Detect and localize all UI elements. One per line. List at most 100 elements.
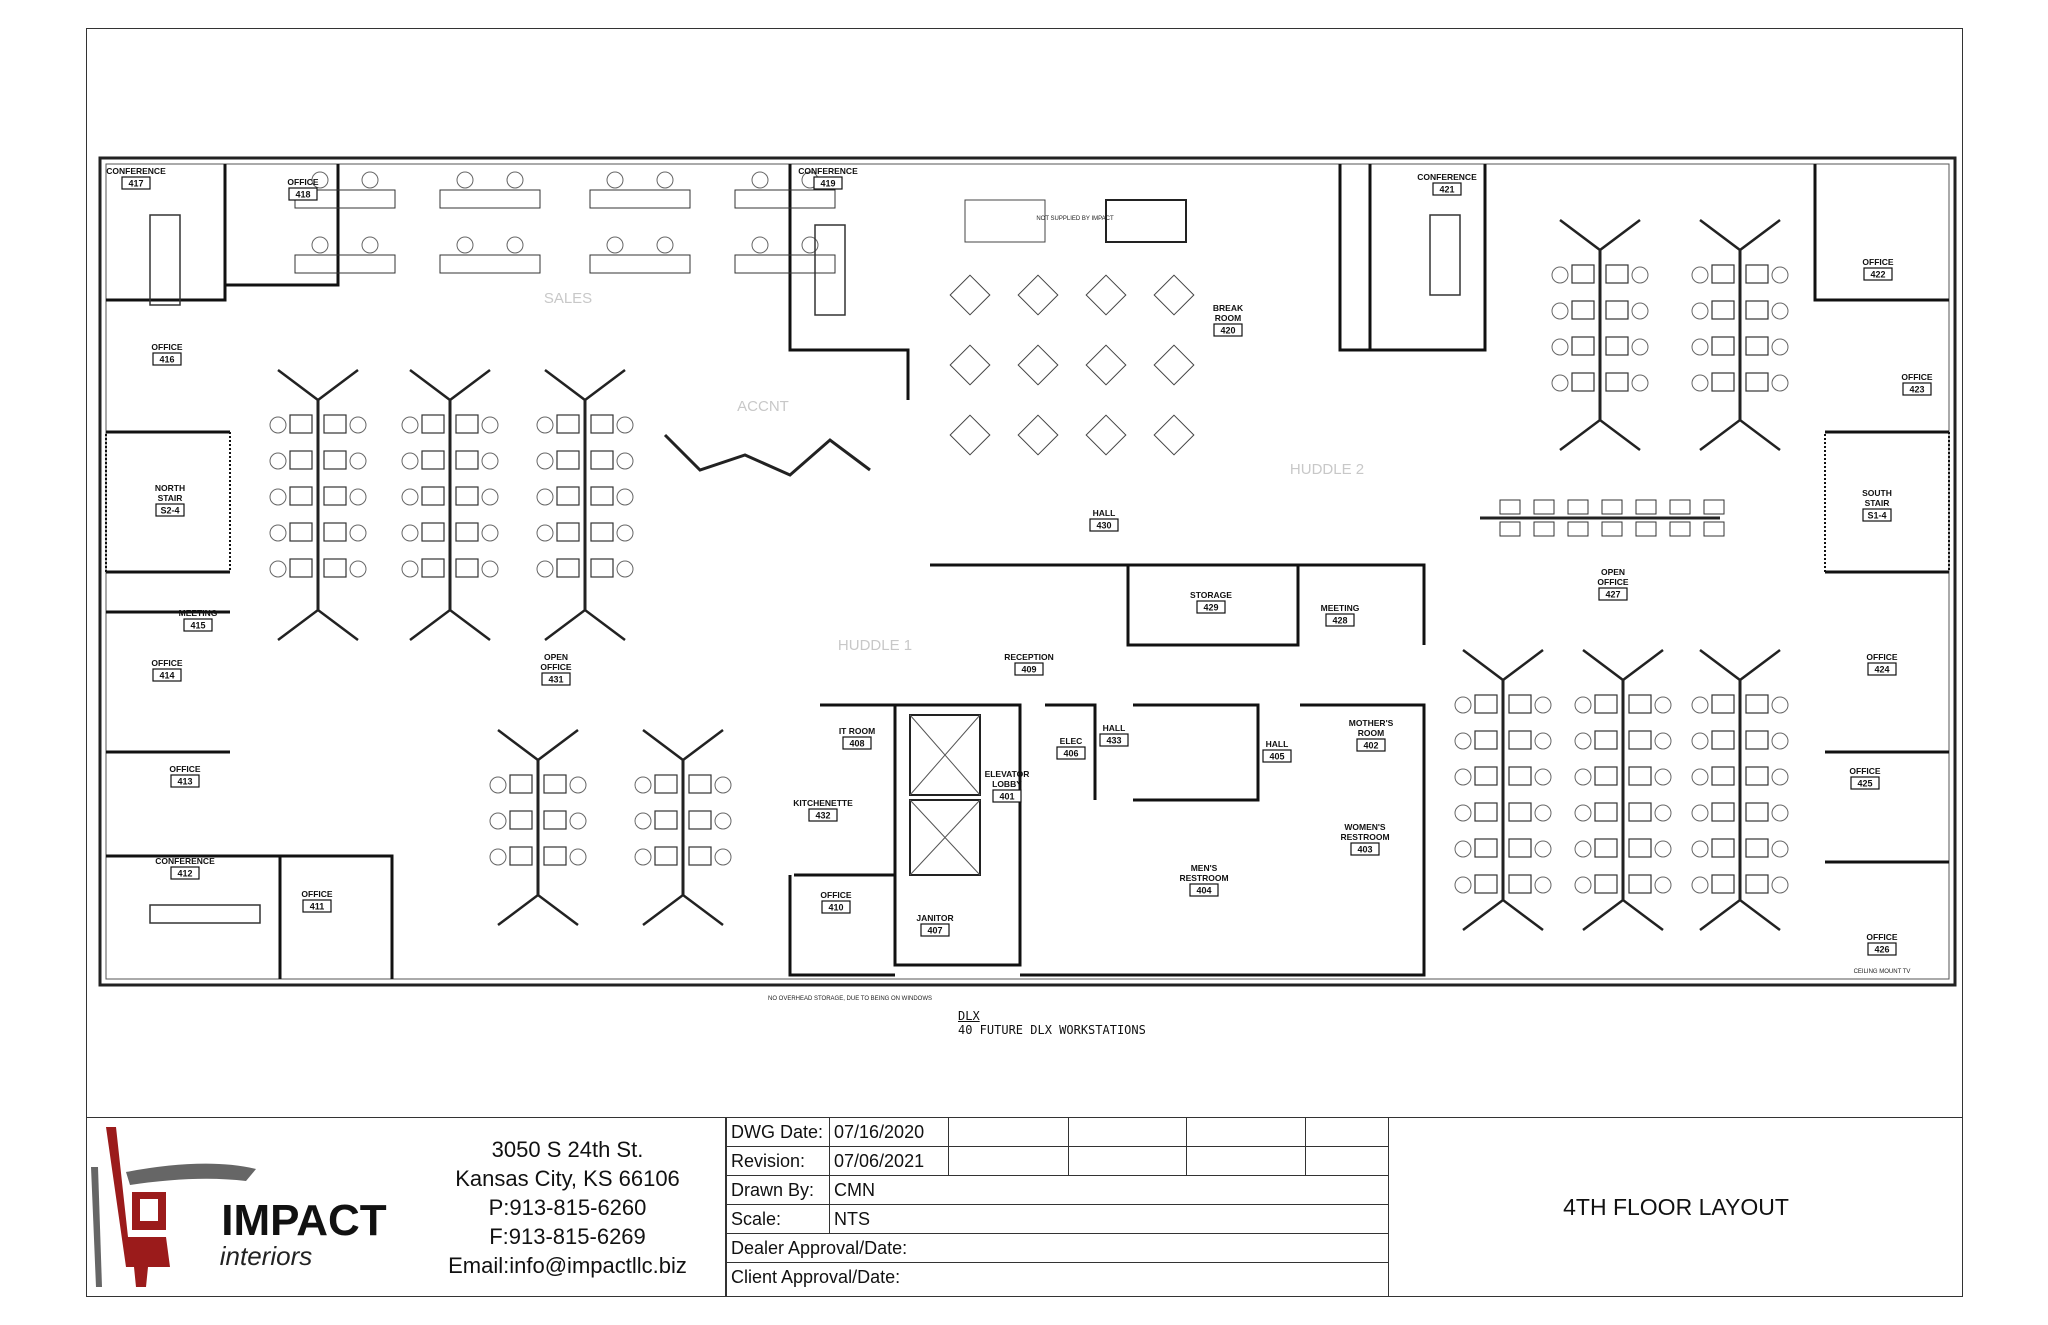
workstation-desk — [1711, 730, 1735, 750]
workstation-desk — [455, 558, 479, 578]
workstation-desk — [455, 486, 479, 506]
chair — [456, 171, 474, 189]
chair — [1771, 374, 1789, 392]
room-number: 419 — [820, 179, 835, 189]
workstation-desk — [323, 486, 347, 506]
room-name: WOMEN'S — [1344, 822, 1386, 832]
workstation-desk — [1474, 694, 1498, 714]
room-number: 416 — [159, 355, 174, 365]
workstation-desk — [1508, 874, 1532, 894]
cafe-table — [1153, 344, 1195, 386]
workstation-desk — [688, 846, 712, 866]
workstation-desk — [1508, 694, 1532, 714]
workstation-desk — [421, 486, 445, 506]
room-number-box — [302, 899, 332, 913]
chair — [1691, 876, 1709, 894]
revision-value: 07/06/2021 — [829, 1146, 949, 1176]
chair — [311, 236, 329, 254]
room-name: BREAK — [1213, 303, 1244, 313]
interior-wall — [820, 703, 1022, 967]
room-number-box — [121, 176, 151, 190]
workstation-desk — [556, 522, 580, 542]
workstation-desk — [421, 522, 445, 542]
conference-table — [149, 904, 261, 924]
room-number: 422 — [1870, 270, 1885, 280]
room-number-box — [183, 618, 213, 632]
bench-desk — [439, 189, 541, 209]
room-name: NORTH — [155, 483, 185, 493]
workstation-desk — [1605, 336, 1629, 356]
chair — [1454, 696, 1472, 714]
blank-cell — [1305, 1117, 1389, 1147]
workstation-panel — [1582, 649, 1664, 931]
room-number-box — [1325, 613, 1355, 627]
workstation-desk — [556, 558, 580, 578]
workstation-desk — [509, 774, 533, 794]
workstation-desk — [289, 558, 313, 578]
chair — [1771, 876, 1789, 894]
workstation-desk — [289, 486, 313, 506]
blank-cell — [948, 1146, 1069, 1176]
workstation-desk — [1571, 372, 1595, 392]
workstation-panel — [277, 369, 359, 641]
workstation-desk — [1711, 694, 1735, 714]
workstation-desk — [421, 450, 445, 470]
workstation-desk — [1711, 336, 1735, 356]
room-number: 407 — [927, 926, 942, 936]
workstation-desk — [1745, 336, 1769, 356]
chair — [1654, 768, 1672, 786]
chair — [1654, 840, 1672, 858]
chair — [616, 524, 634, 542]
room-name: ROOM — [1358, 728, 1384, 738]
interior-wall — [1275, 703, 1426, 977]
room-name: CONFERENCE — [798, 166, 858, 176]
workstation-desk — [654, 846, 678, 866]
room-name: MEN'S — [1191, 863, 1218, 873]
workstation-desk — [1594, 874, 1618, 894]
workstation-desk — [1499, 499, 1521, 515]
client-approval: Client Approval/Date: — [726, 1262, 1389, 1297]
room-number: 418 — [295, 190, 310, 200]
room-number: 424 — [1874, 665, 1889, 675]
workstation-desk — [1711, 838, 1735, 858]
dlx-text: 40 FUTURE DLX WORKSTATIONS — [958, 1023, 1146, 1037]
chair — [361, 236, 379, 254]
dwg-date-value: 07/16/2020 — [829, 1117, 949, 1147]
annotation: NOT SUPPLIED BY IMPACT — [1036, 216, 1114, 222]
svg-text:IMPACT: IMPACT — [221, 1196, 387, 1245]
cafe-table — [949, 274, 991, 316]
chair — [401, 524, 419, 542]
chair — [634, 848, 652, 866]
chair — [714, 776, 732, 794]
workstation-desk — [1594, 730, 1618, 750]
workstation-desk — [1605, 372, 1629, 392]
workstation-desk — [1594, 838, 1618, 858]
workstation-desk — [1745, 730, 1769, 750]
cafe-table — [949, 344, 991, 386]
room-number-box — [1356, 738, 1386, 752]
room-name: RESTROOM — [1340, 832, 1389, 842]
interior-wall — [1128, 563, 1300, 647]
workstation-desk — [556, 450, 580, 470]
chair — [616, 416, 634, 434]
pool-table — [1105, 199, 1187, 243]
workstation-desk — [323, 558, 347, 578]
chair — [1691, 266, 1709, 284]
workstation-desk — [1628, 730, 1652, 750]
scale-value: NTS — [829, 1204, 1389, 1234]
stair-wall — [105, 431, 231, 573]
workstation-desk — [1703, 499, 1725, 515]
chair — [634, 776, 652, 794]
room-number: 401 — [999, 792, 1014, 802]
chair — [1631, 266, 1649, 284]
room-number-box — [842, 736, 872, 750]
